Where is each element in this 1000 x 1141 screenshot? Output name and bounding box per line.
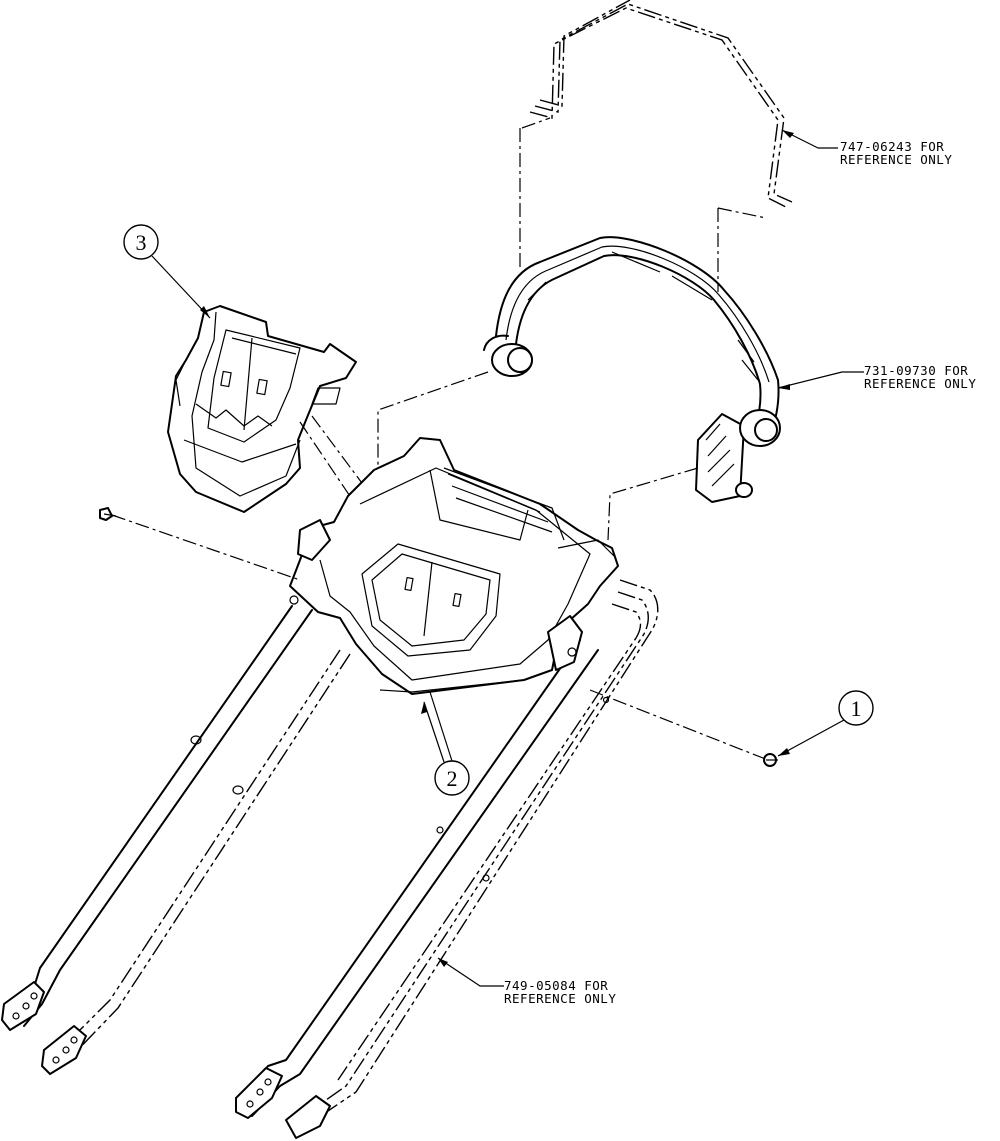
centerline-handle-right [607, 467, 699, 541]
lower-handle-tubes [1, 605, 610, 1139]
reference-upper-handle: 731-09730 FOR REFERENCE ONLY [777, 363, 976, 391]
centerline-screw-right [589, 689, 769, 761]
centerline-screw-left [111, 514, 301, 581]
centerline-rod-right-top [717, 207, 767, 219]
reference-upper-rod: 747-06243 FOR REFERENCE ONLY [781, 129, 952, 167]
callout-1: 1 [777, 690, 874, 757]
reference-lower-handle-line1: 749-05084 FOR [504, 978, 608, 993]
reference-upper-handle-line2: REFERENCE ONLY [864, 376, 976, 391]
reference-upper-rod-line2: REFERENCE ONLY [840, 152, 952, 167]
upper-control-rod-phantom [529, 0, 793, 209]
centerline-handle-left [377, 371, 489, 470]
centerline-rod-left-top [521, 117, 551, 129]
callout-1-label: 1 [851, 696, 862, 721]
console-bracket [289, 437, 619, 695]
reference-lower-handle: 749-05084 FOR REFERENCE ONLY [437, 957, 616, 1006]
reference-upper-rod-line1: 747-06243 FOR [840, 139, 944, 154]
reference-upper-handle-line1: 731-09730 FOR [864, 363, 968, 378]
reference-lower-handle-line2: REFERENCE ONLY [504, 991, 616, 1006]
console-cover [167, 305, 357, 513]
callout-2-label: 2 [447, 766, 458, 791]
screw-right [763, 753, 778, 767]
screw-left [99, 507, 117, 521]
callout-3-label: 3 [136, 230, 147, 255]
callout-2: 2 [421, 691, 470, 796]
upper-handle [483, 236, 781, 503]
callout-3: 3 [123, 224, 211, 319]
